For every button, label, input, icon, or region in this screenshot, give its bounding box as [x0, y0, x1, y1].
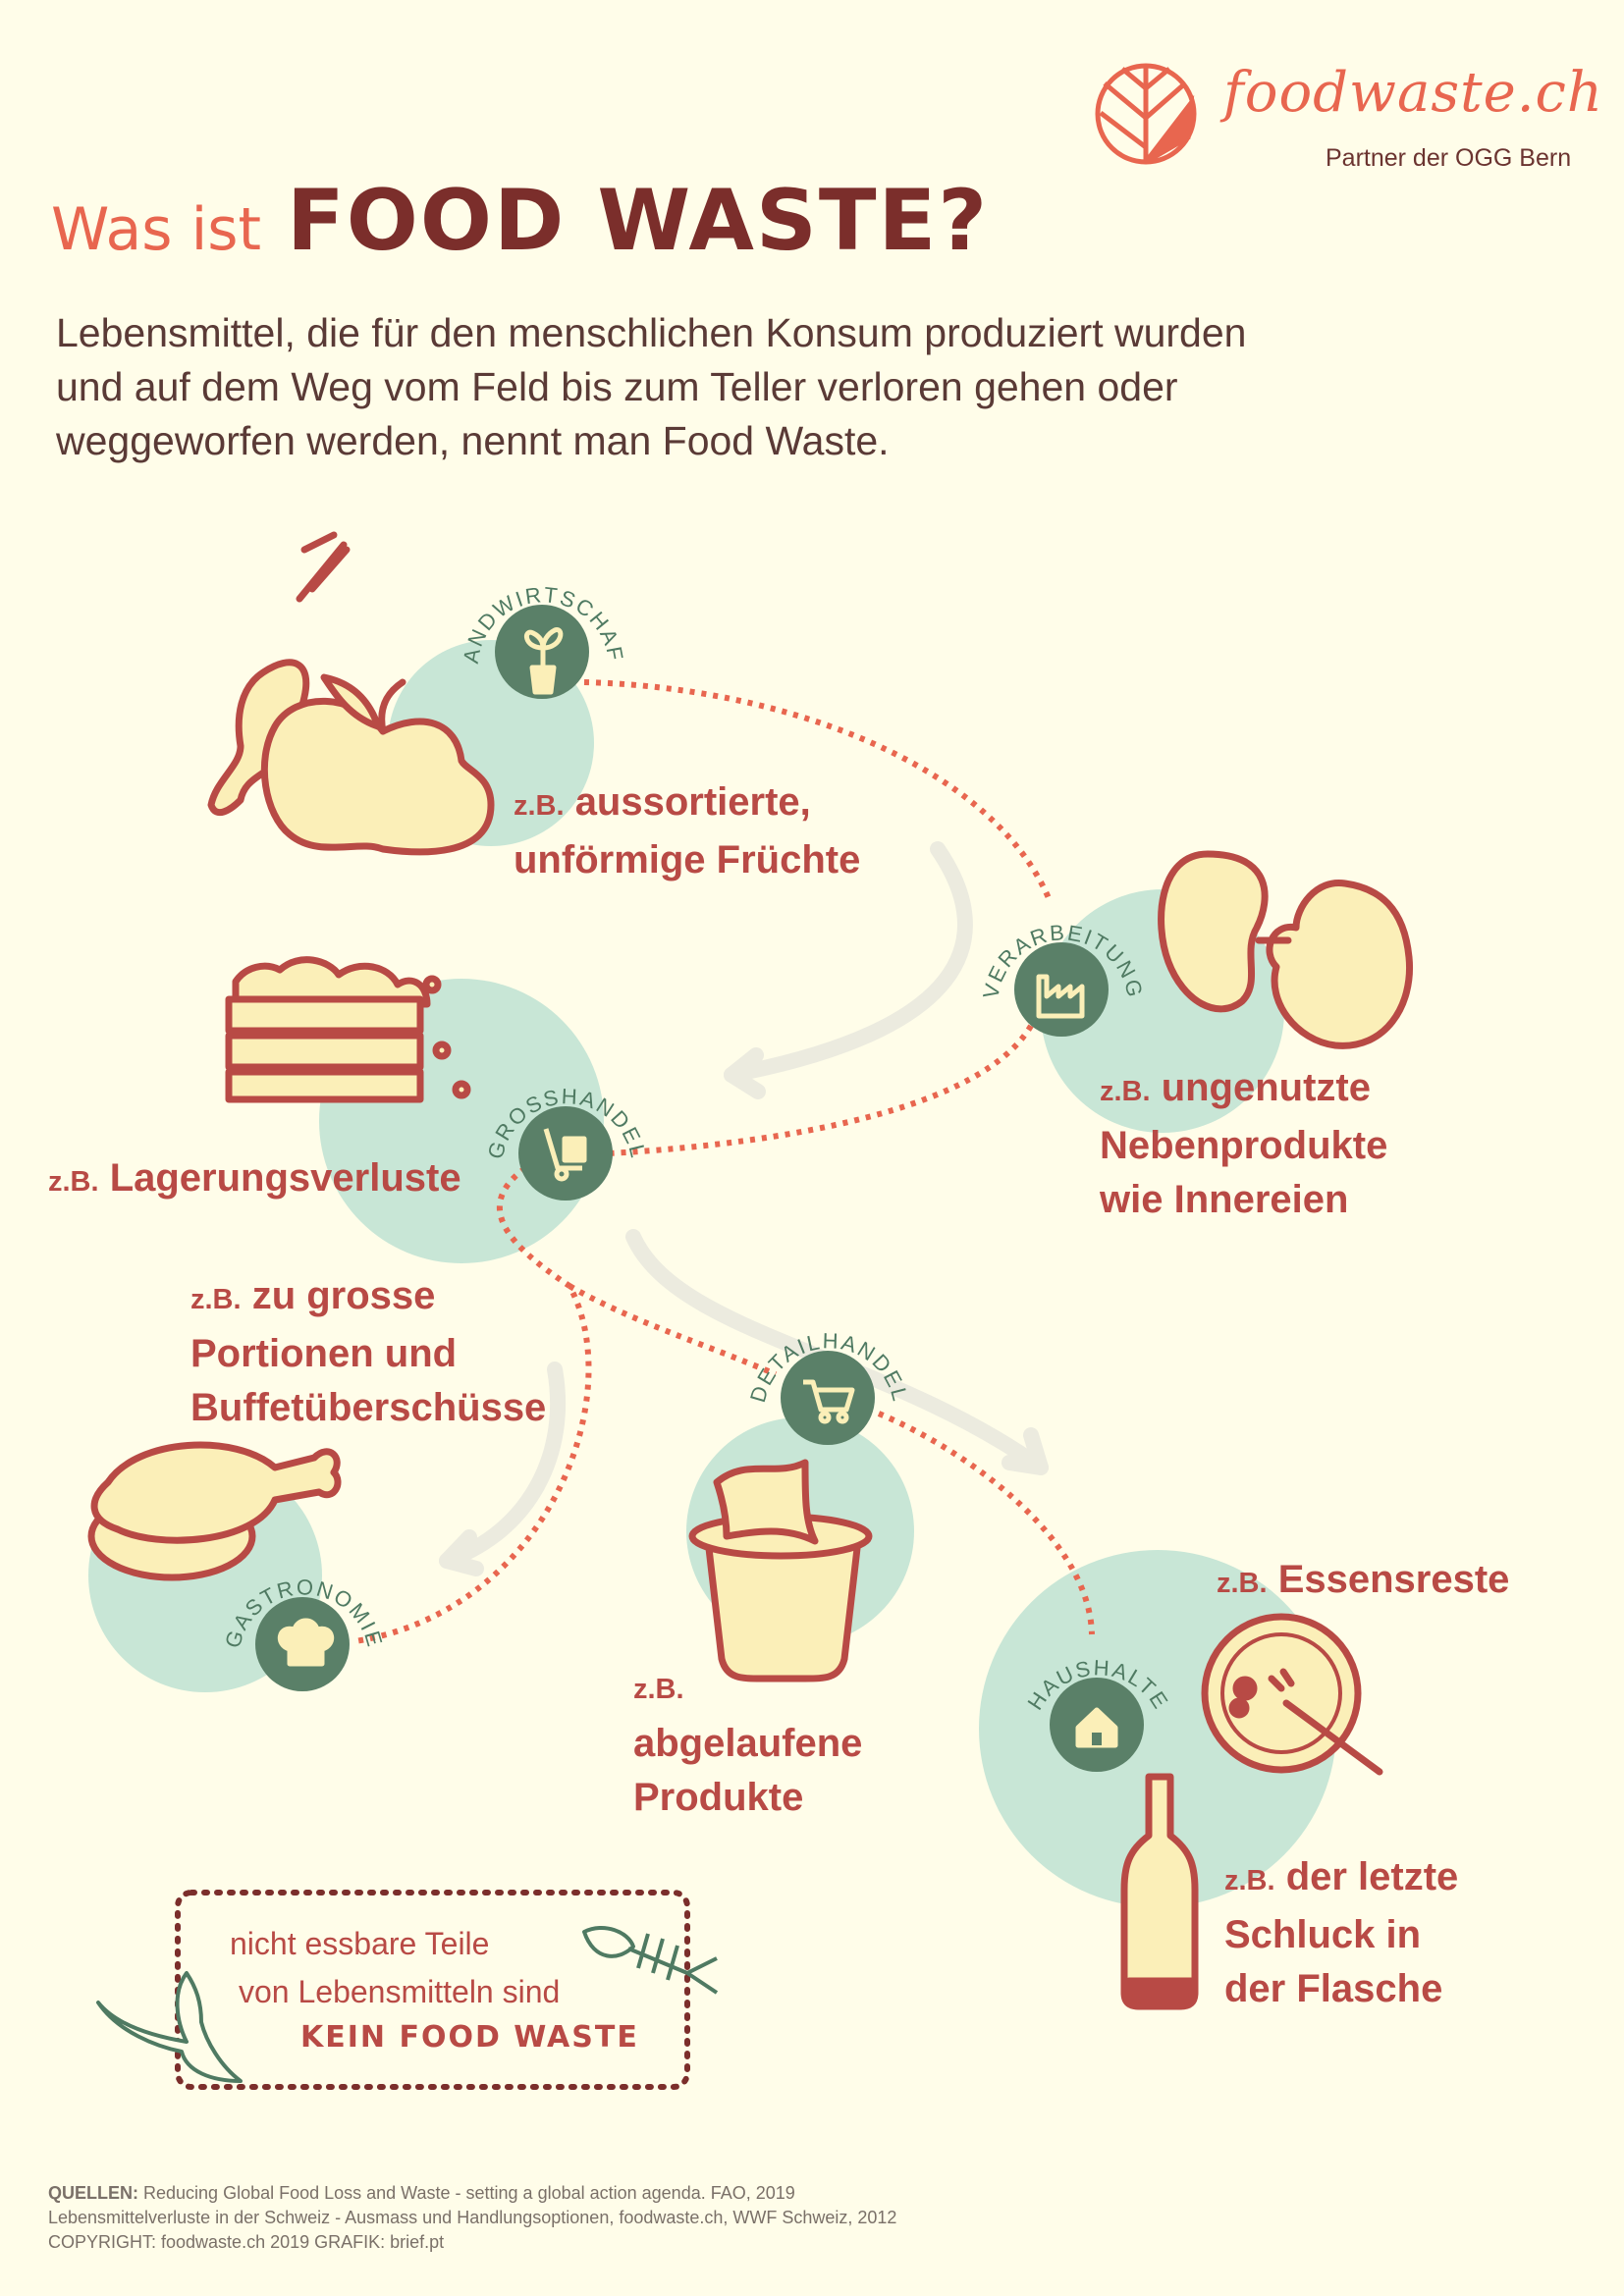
example-line: Essensreste [1277, 1558, 1510, 1601]
example-line: Schluck in [1224, 1913, 1422, 1956]
note-line-2: von Lebensmitteln sind [239, 1974, 561, 2009]
example-haushalte-2: z.B. der letzte Schluck in der Flasche [1224, 1850, 1458, 2016]
example-grosshandel: z.B. Lagerungsverluste [48, 1151, 461, 1209]
example-line: wie Innereien [1100, 1178, 1349, 1221]
example-line: Buffetüberschüsse [190, 1386, 547, 1429]
zb-label: z.B. [1217, 1568, 1268, 1599]
copyright: COPYRIGHT: foodwaste.ch 2019 GRAFIK: bri… [48, 2232, 445, 2252]
zb-label: z.B. [1224, 1865, 1275, 1896]
note-line-1: nicht essbare Teile [230, 1926, 490, 1961]
title-prefix: Was ist [51, 195, 262, 264]
example-line: der Flasche [1224, 1967, 1443, 2010]
logo-partner-text: Partner der OGG Bern [1326, 144, 1572, 172]
plant-icon [524, 627, 564, 695]
intro-paragraph: Lebensmittel, die für den menschlichen K… [56, 306, 1431, 468]
logo-leaf-icon [1095, 63, 1197, 165]
logo-wordmark: foodwaste.ch [1223, 61, 1603, 125]
banana-peel-illustration [96, 1971, 243, 2083]
page-title: Was ist FOOD WASTE? [51, 172, 989, 270]
intro-line: weggeworfen werden, nennt man Food Waste… [56, 418, 890, 463]
plate-fork-illustration [1201, 1613, 1383, 1776]
fishbone-illustration [582, 1926, 719, 1995]
source-2: Lebensmittelverluste in der Schweiz - Au… [48, 2208, 897, 2227]
example-line: Produkte [633, 1776, 804, 1819]
zb-label: z.B. [190, 1284, 242, 1315]
zb-label: z.B. [514, 790, 565, 822]
example-line: Portionen und [190, 1332, 458, 1375]
intro-line: Lebensmittel, die für den menschlichen K… [56, 310, 1247, 355]
example-line: aussortierte, [574, 780, 811, 824]
example-line: ungenutzte [1161, 1066, 1371, 1109]
sources-label: QUELLEN: [48, 2183, 138, 2203]
example-verarbeitung: z.B. ungenutzte Nebenprodukte wie Innere… [1100, 1061, 1387, 1227]
yogurt-cup-illustration [688, 1459, 873, 1682]
zb-label: z.B. [633, 1674, 684, 1705]
crate-illustration [225, 956, 471, 1103]
carrot-illustration [207, 531, 351, 817]
example-landwirtschaft: z.B. aussortierte, unförmige Früchte [514, 775, 860, 887]
organ-beans-illustration [1158, 850, 1414, 1049]
factory-icon [1036, 974, 1085, 1019]
example-detailhandel: z.B. abgelaufene Produkte [633, 1663, 862, 1825]
bottle-illustration [1120, 1773, 1199, 2010]
example-line: zu grosse [251, 1274, 436, 1317]
example-line: der letzte [1285, 1855, 1459, 1898]
example-gastronomie: z.B. zu grosse Portionen und Buffetübers… [190, 1269, 546, 1435]
dotted-flow-lines [354, 679, 1095, 1644]
zb-label: z.B. [1100, 1076, 1151, 1107]
example-line: abgelaufene [633, 1722, 863, 1765]
example-line: Nebenprodukte [1100, 1124, 1388, 1167]
example-line: Lagerungsverluste [109, 1156, 461, 1200]
factory-icon-circle [1014, 942, 1109, 1037]
hand-truck-icon [543, 1128, 587, 1182]
cart-icon-circle [781, 1351, 875, 1445]
flow-arrows [439, 841, 1049, 1576]
example-haushalte-1: z.B. Essensreste [1217, 1553, 1509, 1611]
apple-illustration [260, 673, 495, 856]
note-emphasis: KEIN FOOD WASTE [300, 2020, 639, 2055]
title-main: FOOD WASTE? [287, 172, 990, 270]
zb-label: z.B. [48, 1166, 99, 1198]
chef-hat-icon [278, 1618, 334, 1667]
source-1: Reducing Global Food Loss and Waste - se… [143, 2183, 795, 2203]
chicken-leg-illustration [87, 1441, 342, 1581]
example-line: unförmige Früchte [514, 838, 861, 881]
intro-line: und auf dem Weg vom Feld bis zum Teller … [56, 364, 1178, 409]
house-icon [1075, 1707, 1118, 1748]
footer-sources: QUELLEN: Reducing Global Food Loss and W… [48, 2181, 896, 2255]
cart-icon [803, 1379, 855, 1424]
